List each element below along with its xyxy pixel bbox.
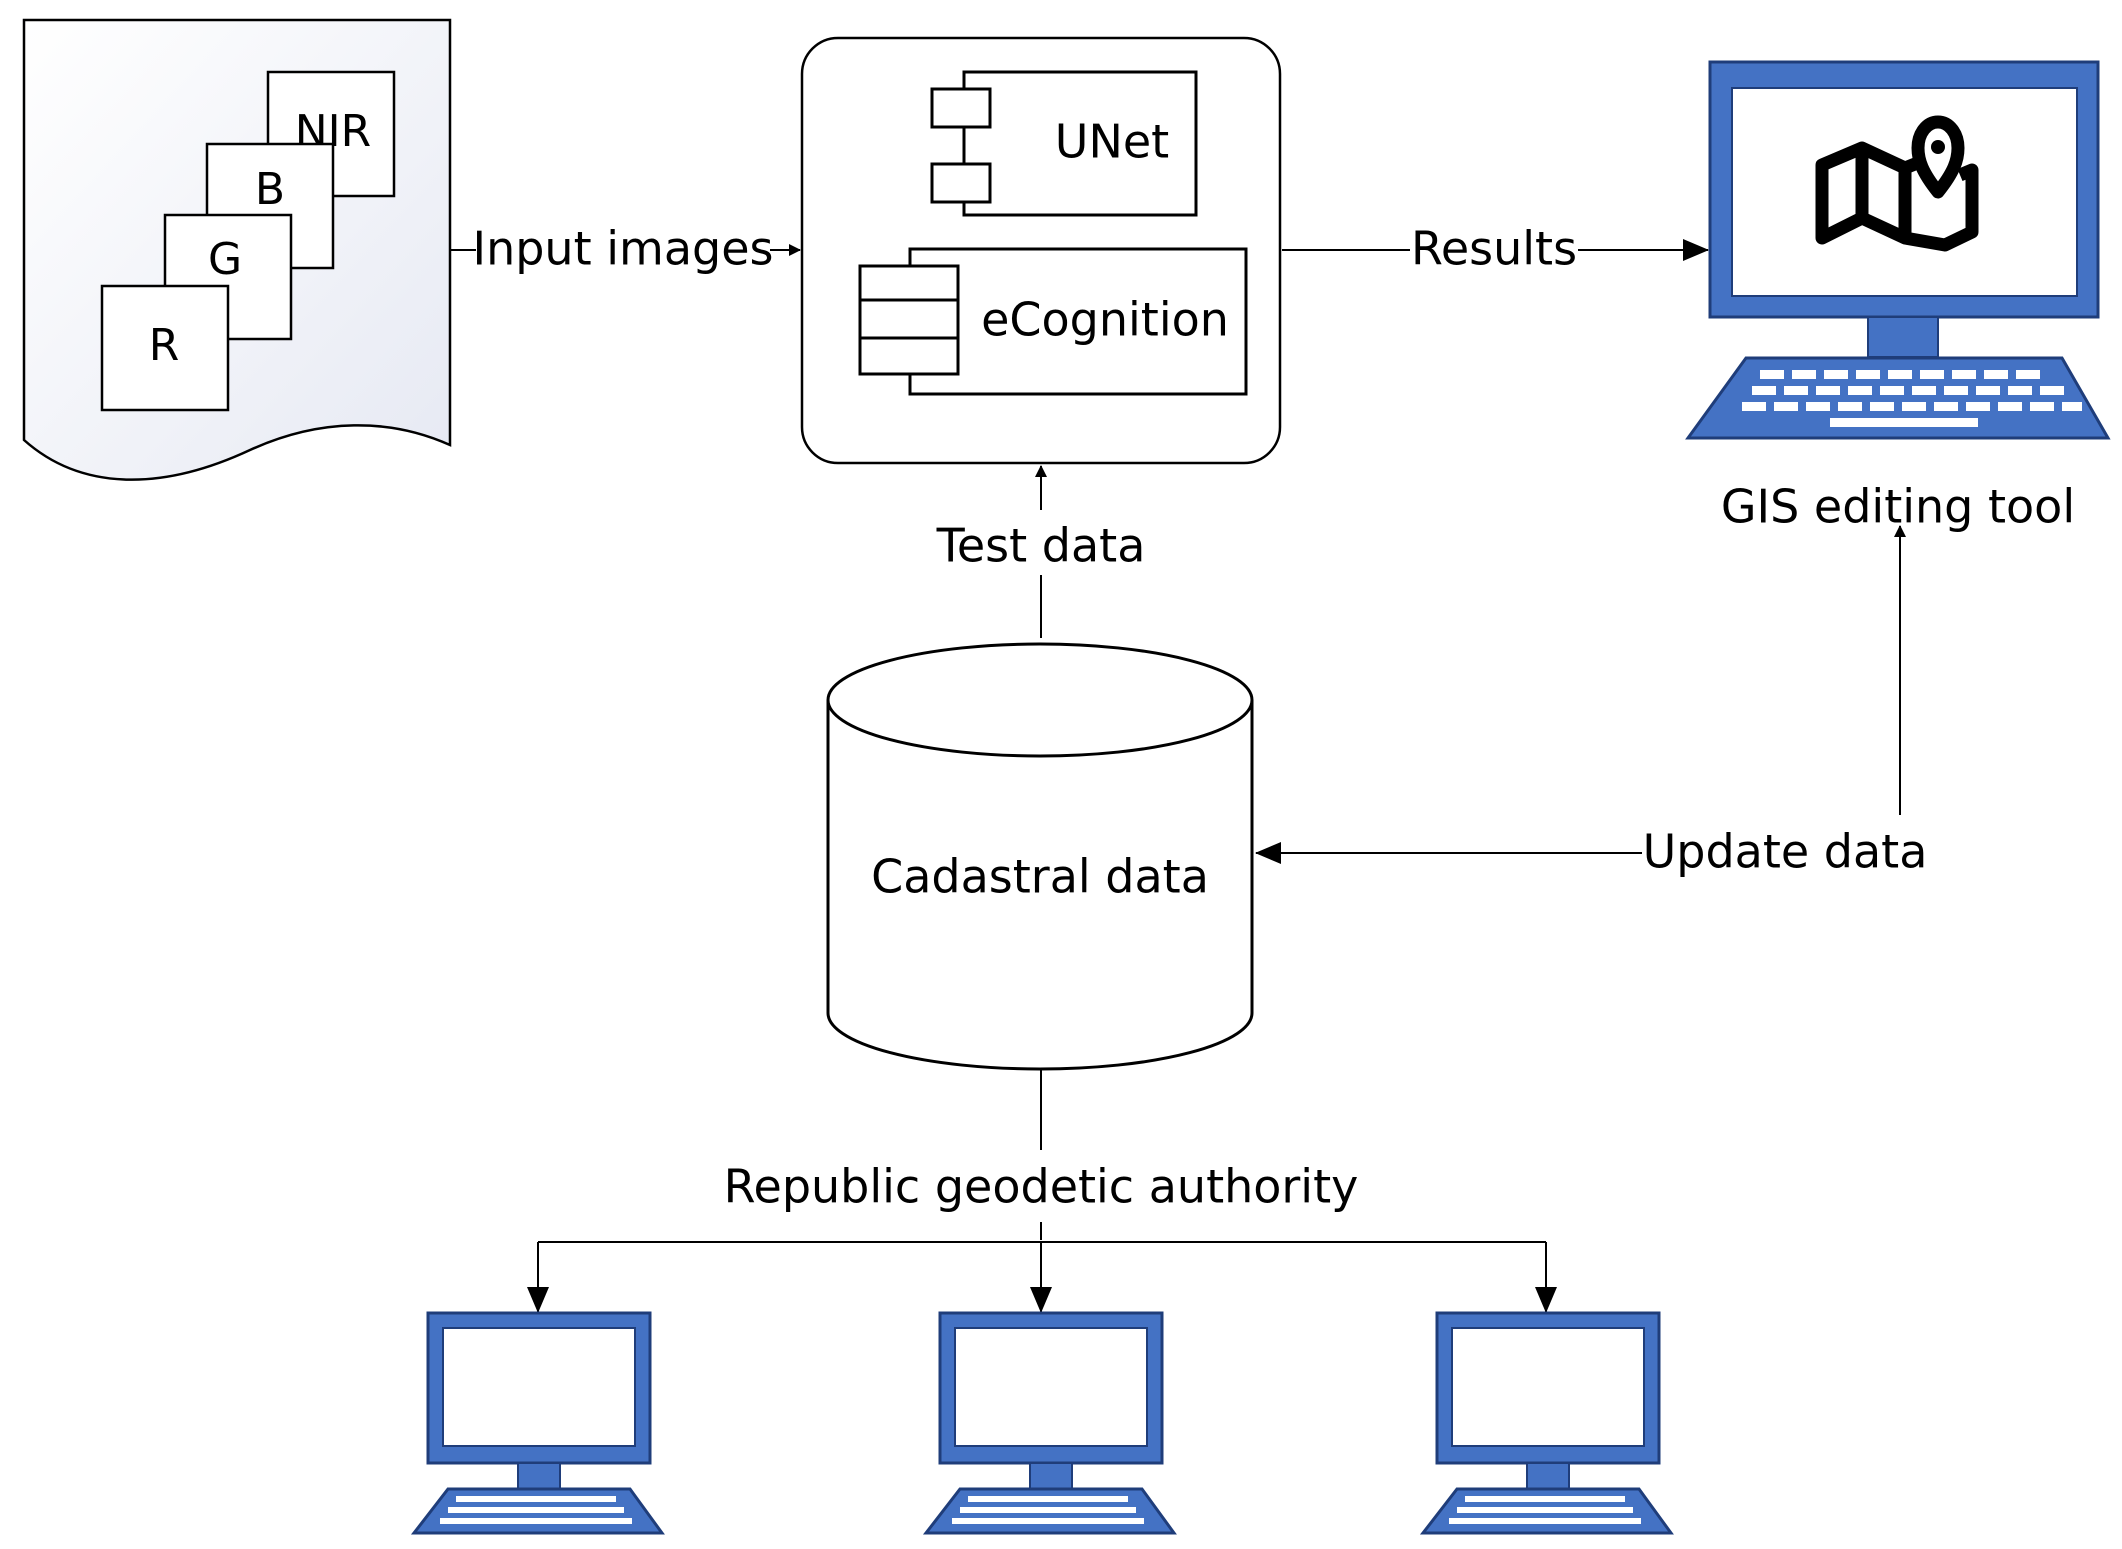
unet-port-bottom	[930, 162, 992, 204]
gis-tool-label: GIS editing tool	[1721, 480, 2075, 534]
gis-stand	[1867, 316, 1939, 358]
ecognition-port-2	[858, 298, 960, 340]
gis-keys	[1742, 370, 2082, 427]
authority-label: Republic geodetic authority	[724, 1160, 1359, 1214]
ecognition-port-1	[858, 264, 960, 302]
input-images-label: Input images	[473, 222, 774, 276]
band-card-r	[100, 284, 230, 412]
unet-port-top	[930, 87, 992, 129]
band-label-b: B	[255, 164, 285, 215]
map-pin-icon	[1815, 115, 1979, 252]
client-computer-2	[922, 1311, 1177, 1535]
processing-box: UNet eCognition	[800, 36, 1282, 465]
client-computer-1	[410, 1311, 665, 1535]
input-images-document: NIR B G R	[22, 18, 452, 481]
cadastral-database: Cadastral data	[826, 642, 1254, 1071]
update-data-label: Update data	[1643, 825, 1928, 879]
test-data-label: Test data	[936, 519, 1146, 573]
results-label: Results	[1411, 222, 1577, 276]
database-label: Cadastral data	[871, 850, 1209, 904]
ecognition-label: eCognition	[981, 293, 1229, 347]
ecognition-port-3	[858, 336, 960, 376]
band-label-r: R	[149, 320, 180, 371]
client-computer-3	[1419, 1311, 1674, 1535]
band-label-g: G	[208, 234, 242, 285]
unet-component: UNet	[930, 70, 1198, 217]
database-top	[826, 642, 1254, 758]
gis-editing-tool: GIS editing tool	[1685, 60, 2111, 534]
map-pin	[1911, 115, 1965, 199]
ecognition-component: eCognition	[858, 247, 1248, 396]
unet-label: UNet	[1055, 115, 1169, 169]
